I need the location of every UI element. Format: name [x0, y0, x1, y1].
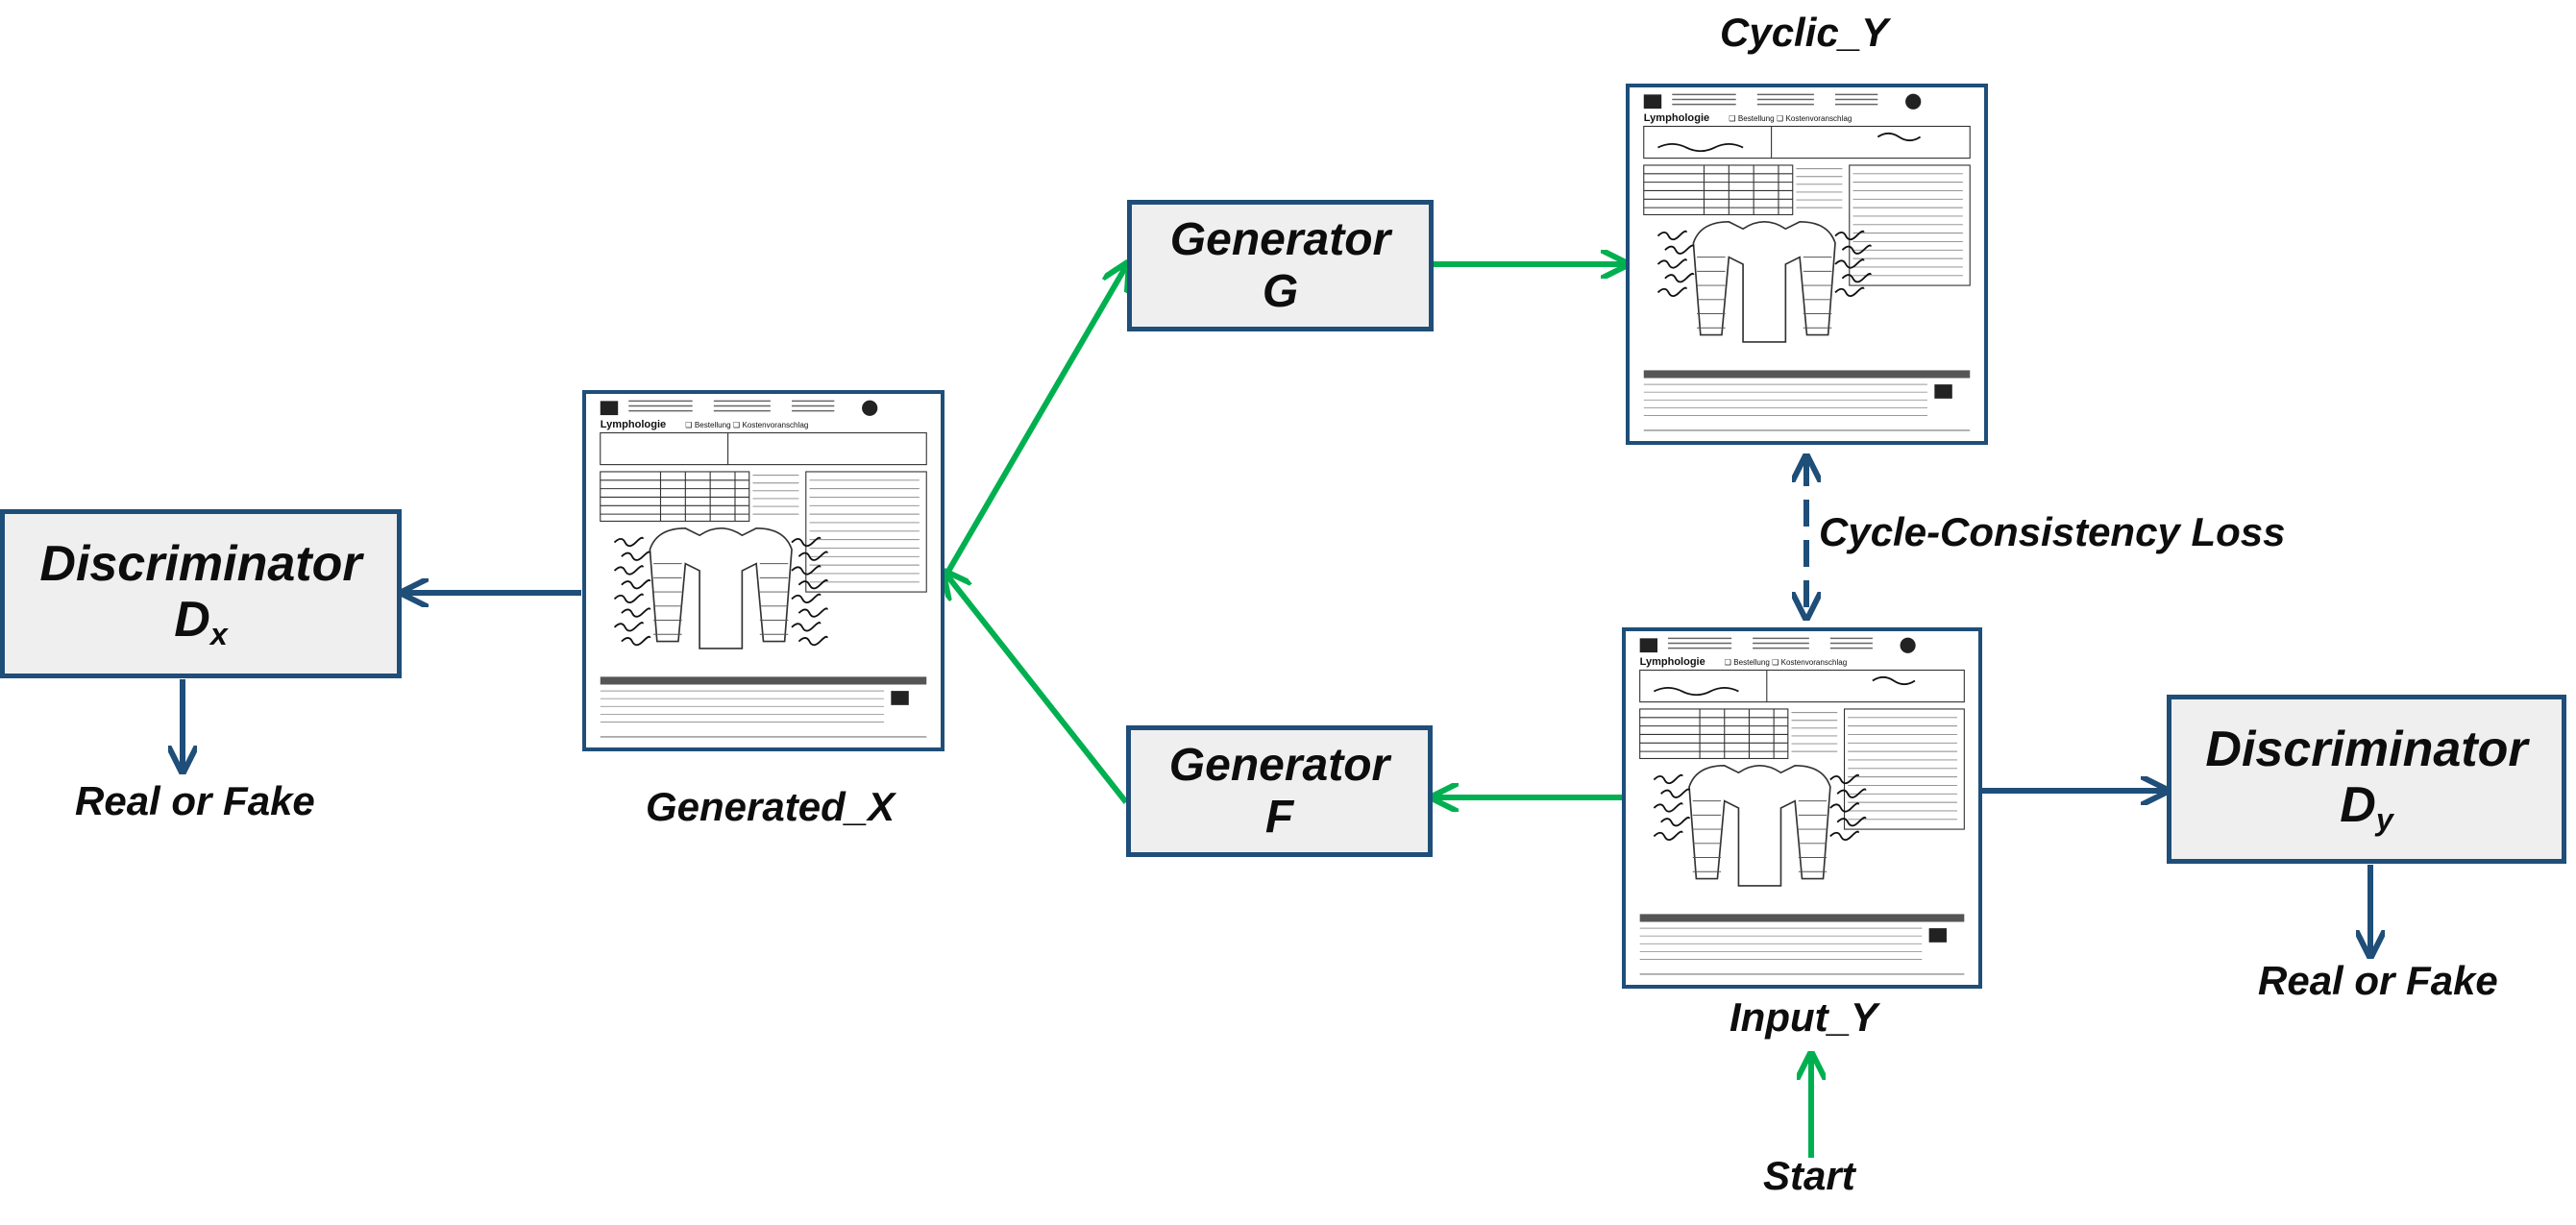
discriminator-x-subscript: x [209, 617, 228, 652]
generator-f-box: Generator F [1126, 725, 1433, 857]
input-y-document: Lymphologie ❑ Bestellung ❑ Kostenvoransch… [1622, 627, 1982, 989]
form-scan-image: Lymphologie ❑ Bestellung ❑ Kostenvoransch… [1639, 637, 1965, 975]
discriminator-y-symbol: Dy [2340, 777, 2393, 837]
arrow-generated-x-to-generator-g [944, 266, 1126, 576]
start-label: Start [1763, 1153, 1855, 1198]
generator-g-title: Generator [1169, 213, 1391, 265]
cyclic-y-label: Cyclic_Y [1720, 10, 1889, 55]
cycle-consistency-loss-label: Cycle-Consistency Loss [1819, 509, 2286, 554]
form-scan-image: Lymphologie ❑ Bestellung ❑ Kostenvoransch… [1643, 93, 1971, 431]
generated-x-document: Lymphologie ❑ Bestellung ❑ Kostenvoransch… [582, 390, 945, 751]
discriminator-x-title: Discriminator [39, 535, 362, 592]
discriminator-y-box: Discriminator Dy [2167, 695, 2566, 864]
discriminator-x-box: Discriminator Dx [0, 509, 402, 678]
real-or-fake-y-label: Real or Fake [2258, 958, 2498, 1003]
generated-x-label: Generated_X [646, 784, 895, 829]
form-title: Lymphologie [1640, 656, 1705, 668]
generator-g-symbol: G [1262, 265, 1299, 317]
form-scan-image: Lymphologie ❑ Bestellung ❑ Kostenvoransch… [600, 400, 927, 738]
discriminator-y-main: D [2340, 777, 2376, 834]
discriminator-x-symbol: Dx [174, 592, 228, 651]
form-options: ❑ Bestellung ❑ Kostenvoranschlag [1729, 114, 1852, 123]
cyclic-y-document: Lymphologie ❑ Bestellung ❑ Kostenvoransch… [1626, 84, 1988, 445]
discriminator-x-main: D [174, 592, 210, 649]
discriminator-y-subscript: y [2375, 802, 2393, 838]
form-options: ❑ Bestellung ❑ Kostenvoranschlag [685, 421, 808, 429]
real-or-fake-x-label: Real or Fake [75, 778, 315, 823]
arrow-generator-f-to-generated-x [946, 575, 1129, 804]
form-options: ❑ Bestellung ❑ Kostenvoranschlag [1725, 658, 1847, 667]
generator-f-symbol: F [1264, 791, 1294, 843]
generator-f-title: Generator [1168, 739, 1390, 791]
discriminator-y-title: Discriminator [2205, 721, 2528, 777]
form-title: Lymphologie [601, 419, 666, 430]
form-title: Lymphologie [1644, 112, 1709, 124]
generator-g-box: Generator G [1127, 200, 1434, 331]
input-y-label: Input_Y [1730, 994, 1877, 1040]
